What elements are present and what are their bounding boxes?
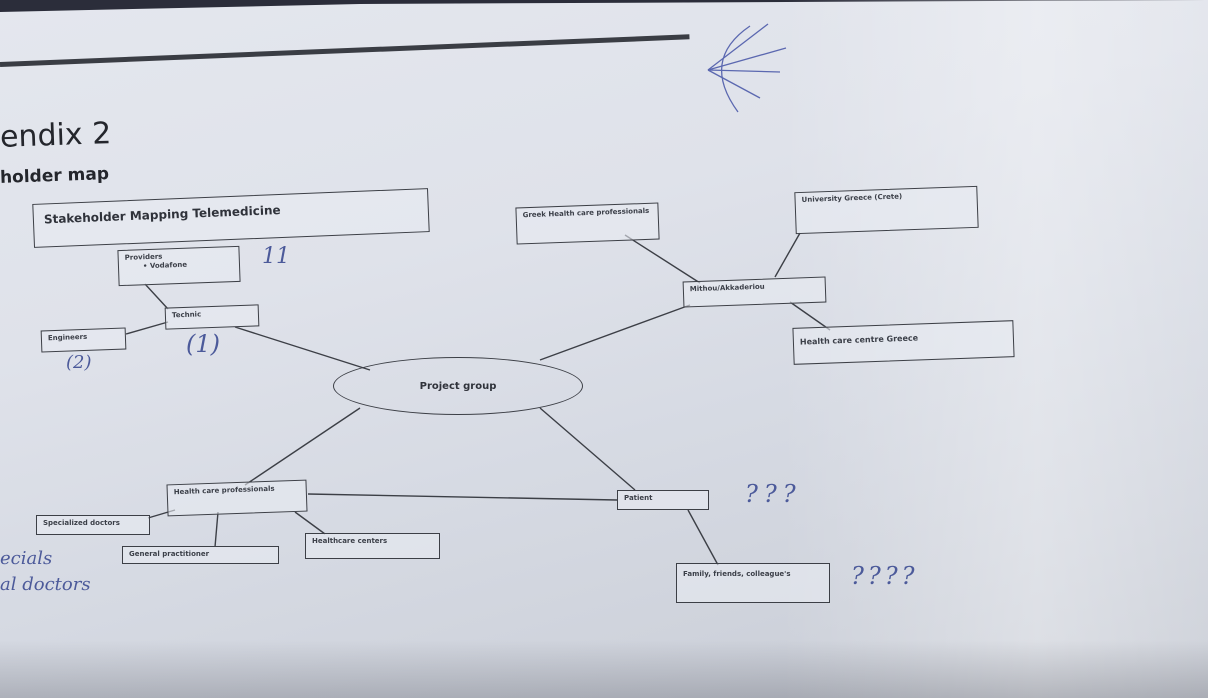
pen-sketch-icon <box>707 23 787 113</box>
link-hcp-gp <box>214 511 219 548</box>
handwriting-near-patient: ??? <box>745 480 802 508</box>
diagram-title: Stakeholder Mapping Telemedicine <box>43 203 281 227</box>
node-hc-centre-greece-label: Health care centre Greece <box>799 333 919 347</box>
node-hc-centers: Healthcare centers <box>305 533 440 559</box>
handwriting-left-line2: al doctors <box>0 574 91 595</box>
node-university-label: University Greece (Crete) <box>801 192 903 204</box>
node-project-group: Project group <box>333 357 583 415</box>
node-technic-label: Technic <box>171 310 202 320</box>
link-center-technic <box>234 326 371 371</box>
handwriting-near-engineers: (2) <box>66 352 92 373</box>
handwriting-near-providers: 11 <box>262 244 290 269</box>
node-engineers: Engineers <box>40 327 127 353</box>
node-family: Family, friends, colleague's <box>676 563 830 603</box>
link-patient-family <box>687 509 719 566</box>
handwriting-near-technic: (1) <box>186 330 220 358</box>
node-patient: Patient <box>617 490 709 510</box>
node-specialized-label: Specialized doctors <box>43 519 120 527</box>
node-hc-centre-greece: Health care centre Greece <box>792 320 1015 365</box>
link-technic-providers <box>144 283 169 310</box>
bottom-shadow <box>0 640 1208 698</box>
link-hcp-hccenters <box>294 511 326 535</box>
node-engineers-label: Engineers <box>47 332 88 343</box>
node-university: University Greece (Crete) <box>794 185 979 235</box>
node-hcp: Health care professionals <box>166 479 308 517</box>
node-patient-label: Patient <box>624 494 653 502</box>
link-mithou-greek <box>624 234 701 284</box>
handwriting-left-line1: ecials <box>0 548 53 569</box>
link-mithou-university <box>774 232 801 278</box>
link-mithou-hccentre <box>789 301 831 331</box>
node-specialized: Specialized doctors <box>36 515 150 535</box>
node-gp: General practitioner <box>122 546 279 564</box>
node-greek-hcp-label: Greek Health care professionals <box>522 206 650 220</box>
node-mithou-label: Mithou/Akkaderiou <box>689 282 765 294</box>
node-mithou: Mithou/Akkaderiou <box>682 276 827 308</box>
link-center-mithou <box>539 304 691 361</box>
link-center-hcp <box>244 407 361 486</box>
node-hcp-label: Health care professionals <box>173 484 275 497</box>
node-family-label: Family, friends, colleague's <box>683 570 791 578</box>
node-technic: Technic <box>164 304 260 330</box>
handwriting-near-family: ???? <box>851 562 919 590</box>
node-providers: Providers • Vodafone <box>117 245 241 287</box>
node-hc-centers-label: Healthcare centers <box>312 537 388 545</box>
link-center-patient <box>539 407 636 491</box>
link-technic-engineers <box>125 321 169 335</box>
node-gp-label: General practitioner <box>129 550 210 558</box>
link-hcp-patient <box>307 493 618 501</box>
node-greek-hcp: Greek Health care professionals <box>515 202 660 245</box>
node-project-group-label: Project group <box>419 380 497 392</box>
